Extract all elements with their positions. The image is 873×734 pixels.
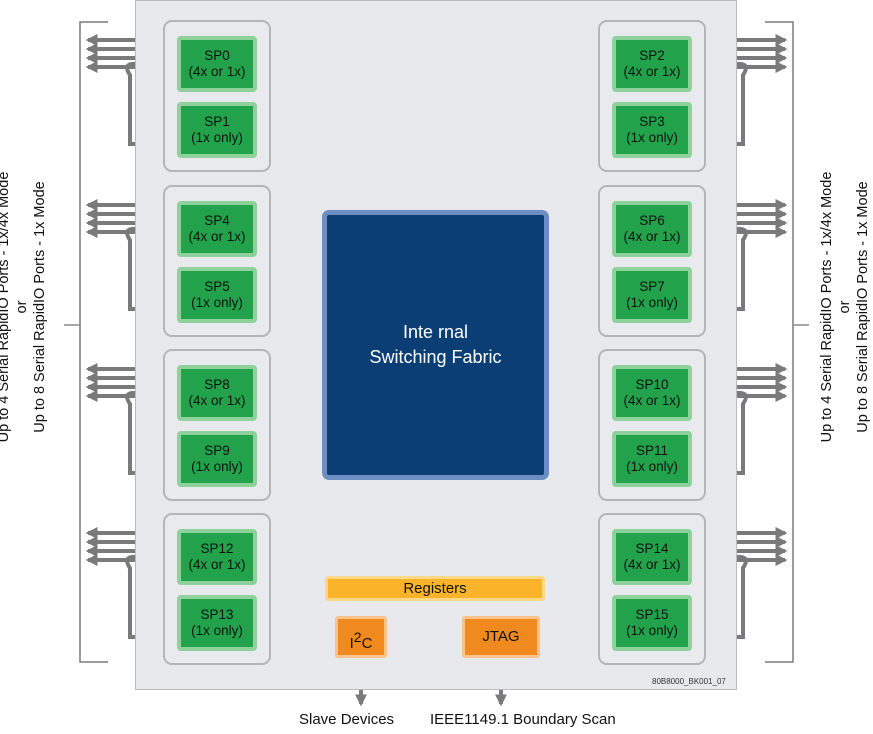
port-mode: (1x only) [626,295,678,310]
port-name: SP8 [204,377,230,392]
slave-devices-label: Slave Devices [299,711,395,728]
fabric-label-line2: Switching Fabric [369,347,502,367]
port-mode: (1x only) [626,130,678,145]
left-caption-line1: Up to 4 Serial RapidIO Ports - 1x/4x Mod… [0,171,12,443]
serial-port-sp0: SP0(4x or 1x) [177,36,257,92]
left-ports-caption: Up to 4 Serial RapidIO Ports - 1x/4x Mod… [0,137,49,477]
port-mode: (4x or 1x) [188,64,246,79]
right-caption-line1: Up to 4 Serial RapidIO Ports - 1x/4x Mod… [819,171,835,443]
right-caption-line3: Up to 8 Serial RapidIO Ports - 1x Mode [855,181,871,433]
port-mode: (1x only) [626,459,678,474]
serial-port-sp9: SP9(1x only) [177,431,257,487]
port-name: SP14 [635,541,669,556]
i2c-controller: I2C [335,616,387,658]
port-mode: (1x only) [191,459,243,474]
lane-route-lower-port [125,390,155,475]
port-name: SP5 [204,279,230,294]
serial-port-sp15: SP15(1x only) [612,595,692,651]
boundary-scan-label: IEEE1149.1 Boundary Scan [430,711,616,728]
serial-port-sp8: SP8(4x or 1x) [177,365,257,421]
lane-route-lower-port [125,61,155,146]
port-group: SP2(4x or 1x) SP3(1x only) [598,20,706,172]
port-mode: (4x or 1x) [188,229,246,244]
port-name: SP9 [204,443,230,458]
port-mode: (4x or 1x) [623,64,681,79]
port-name: SP12 [200,541,234,556]
port-mode: (1x only) [191,623,243,638]
port-name: SP7 [639,279,665,294]
registers-block: Registers [325,576,545,601]
serial-port-sp14: SP14(4x or 1x) [612,529,692,585]
port-mode: (4x or 1x) [623,229,681,244]
serial-port-sp2: SP2(4x or 1x) [612,36,692,92]
port-name: SP15 [635,607,669,622]
serial-port-sp12: SP12(4x or 1x) [177,529,257,585]
port-name: SP6 [639,213,665,228]
port-mode: (1x only) [626,623,678,638]
port-name: SP3 [639,114,665,129]
lane-route-lower-port [718,61,748,146]
left-caption-line2: or [14,300,30,314]
i2c-label-tail: C [361,635,373,652]
serial-port-sp7: SP7(1x only) [612,267,692,323]
port-group: SP4(4x or 1x) SP5(1x only) [163,185,271,337]
port-group: SP0(4x or 1x) SP1(1x only) [163,20,271,172]
port-mode: (1x only) [191,295,243,310]
right-ports-caption: Up to 4 Serial RapidIO Ports - 1x/4x Mod… [818,137,872,477]
figure-id: 80B8000_BK001_07 [652,677,726,686]
serial-port-sp5: SP5(1x only) [177,267,257,323]
serial-port-sp1: SP1(1x only) [177,102,257,158]
port-group: SP6(4x or 1x) SP7(1x only) [598,185,706,337]
port-group: SP14(4x or 1x) SP15(1x only) [598,513,706,665]
right-bracket [765,21,794,663]
serial-port-sp3: SP3(1x only) [612,102,692,158]
serial-port-sp11: SP11(1x only) [612,431,692,487]
left-caption-line3: Up to 8 Serial RapidIO Ports - 1x Mode [32,181,48,433]
internal-switching-fabric: Inte rnal Switching Fabric [322,210,549,480]
right-caption-line2: or [837,300,853,314]
lane-route-lower-port [125,554,155,639]
serial-port-sp4: SP4(4x or 1x) [177,201,257,257]
lane-route-lower-port [718,554,748,639]
port-name: SP1 [204,114,230,129]
lane-route-lower-port [718,226,748,311]
jtag-controller: JTAG [462,616,540,658]
i2c-label-base: I [349,635,354,652]
serial-port-sp6: SP6(4x or 1x) [612,201,692,257]
port-name: SP10 [635,377,669,392]
port-mode: (1x only) [191,130,243,145]
port-mode: (4x or 1x) [623,393,681,408]
port-group: SP8(4x or 1x) SP9(1x only) [163,349,271,501]
fabric-label-line1: Inte rnal [402,322,469,342]
port-name: SP4 [204,213,230,228]
port-group: SP12(4x or 1x) SP13(1x only) [163,513,271,665]
port-mode: (4x or 1x) [623,557,681,572]
port-name: SP13 [200,607,234,622]
lane-route-lower-port [125,226,155,311]
port-name: SP11 [635,443,669,458]
left-bracket [79,21,108,663]
port-group: SP10(4x or 1x) SP11(1x only) [598,349,706,501]
port-name: SP2 [639,48,665,63]
serial-port-sp13: SP13(1x only) [177,595,257,651]
i2c-label-sup: 2 [353,629,362,645]
lane-route-lower-port [718,390,748,475]
serial-port-sp10: SP10(4x or 1x) [612,365,692,421]
port-name: SP0 [204,48,230,63]
port-mode: (4x or 1x) [188,557,246,572]
port-mode: (4x or 1x) [188,393,246,408]
